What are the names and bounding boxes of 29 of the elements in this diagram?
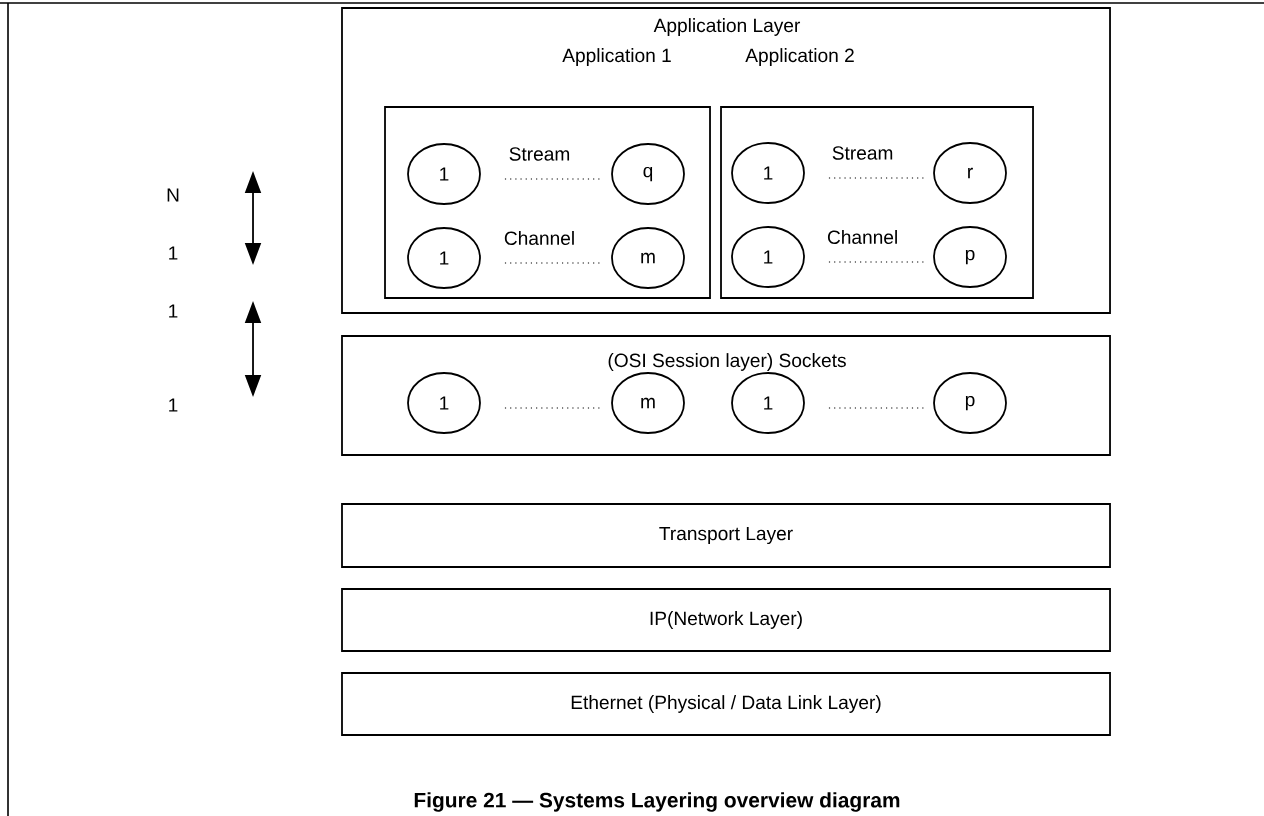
count-label: N: [167, 188, 179, 202]
edge-label: Channel: [825, 228, 901, 246]
ellipse-node: 1: [731, 142, 805, 204]
ellipse-node: m: [611, 372, 685, 434]
ellipse-node: p: [933, 226, 1007, 288]
edge-label: Channel: [501, 229, 578, 247]
ellipse-node: 1: [407, 227, 481, 289]
ellipse-node: q: [611, 143, 685, 205]
dotted-connector: [828, 407, 926, 409]
caption: Figure 21 — Systems Layering overview diagram: [414, 792, 900, 812]
count-label: 1: [169, 246, 178, 260]
dotted-connector: [828, 261, 926, 263]
ellipse-node: m: [611, 227, 685, 289]
dotted-connector: [828, 177, 926, 179]
ellipse-node: 1: [407, 143, 481, 205]
group-box: [720, 106, 1034, 299]
ellipse-node: 1: [407, 372, 481, 434]
layer-box: IP(Network Layer): [341, 588, 1111, 652]
count-label: 1: [169, 398, 178, 412]
edge-label: Stream: [829, 144, 896, 162]
edge-label: Stream: [506, 145, 573, 163]
layer-box: Ethernet (Physical / Data Link Layer): [341, 672, 1111, 736]
ellipse-node: 1: [731, 226, 805, 288]
group-box: [384, 106, 711, 299]
layer-box: Transport Layer: [341, 503, 1111, 568]
ellipse-node: p: [933, 372, 1007, 434]
ellipse-node: r: [933, 142, 1007, 204]
ellipse-node: 1: [731, 372, 805, 434]
count-label: 1: [169, 304, 178, 318]
